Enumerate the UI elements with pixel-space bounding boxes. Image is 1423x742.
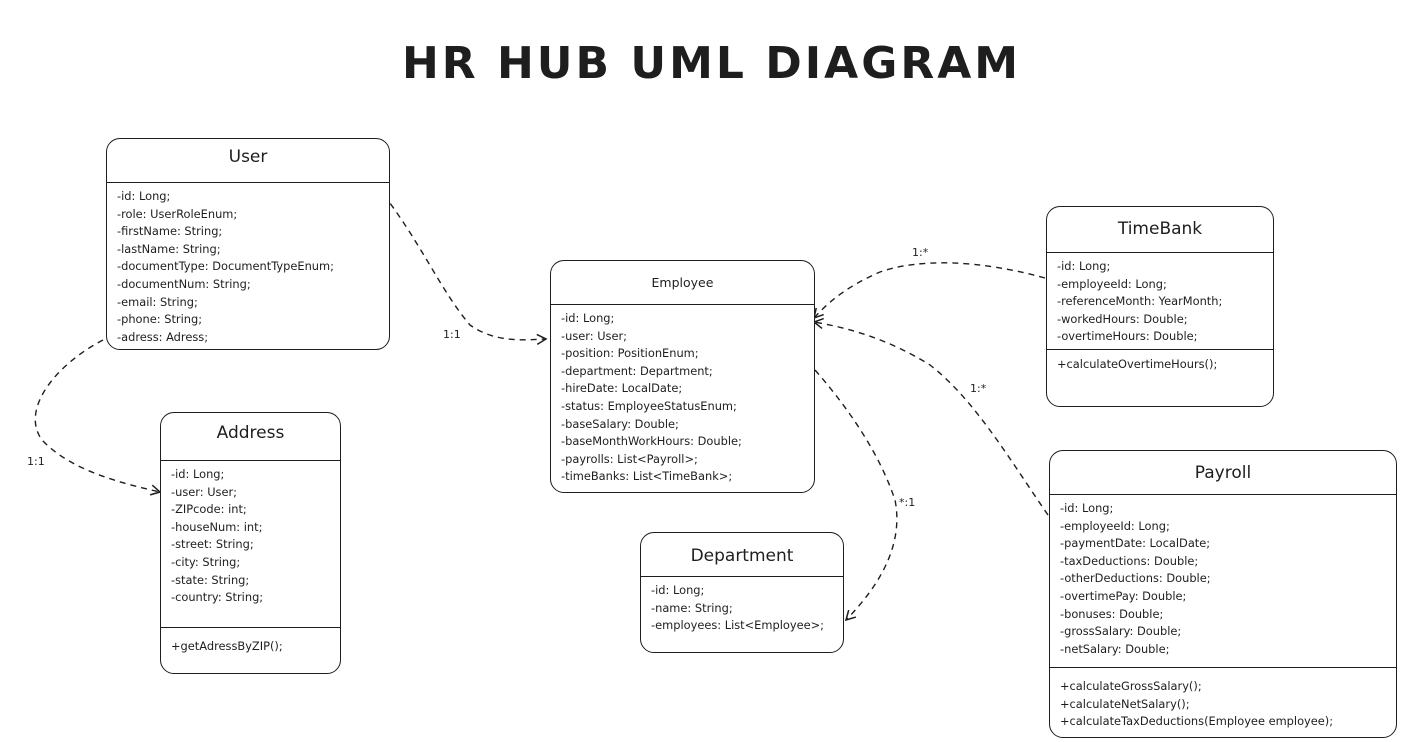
class-attribute: -overtimeHours: Double;	[1057, 329, 1198, 344]
class-attribute: -paymentDate: LocalDate;	[1060, 536, 1211, 551]
class-method: +calculateNetSalary();	[1060, 696, 1190, 711]
class-attribute: -adress: Adress;	[117, 329, 209, 344]
class-employee[interactable]: Employee -id: Long; -user: User; -position…	[550, 260, 815, 493]
class-attribute: -employeeId: Long;	[1060, 518, 1170, 533]
connector-employee-department	[814, 369, 898, 622]
class-timebank-attributes: -id: Long; -employeeId: Long; -referenceMo…	[1047, 253, 1273, 349]
class-user-attributes: -id: Long; -role: UserRoleEnum; -firstName…	[107, 183, 389, 349]
class-attribute: -email: String;	[117, 294, 198, 309]
class-department-attributes: -id: Long; -name: String; -employees: List…	[641, 577, 843, 641]
class-attribute: -otherDeductions: Double;	[1060, 571, 1211, 586]
class-method: +calculateGrossSalary();	[1060, 679, 1202, 693]
class-address-attributes: -id: Long; -user: User; -ZIPcode: int; -hou…	[161, 461, 340, 627]
class-attribute: -department: Department;	[561, 363, 713, 378]
multiplicity-user-address: 1:1	[27, 455, 45, 468]
class-attribute: -timeBanks: List<TimeBank>;	[561, 469, 733, 484]
class-timebank-name: TimeBank	[1047, 207, 1273, 253]
class-payroll-name: Payroll	[1050, 451, 1396, 495]
class-method: +calculateTaxDeductions(Employee employe…	[1060, 714, 1334, 729]
class-attribute: -status: EmployeeStatusEnum;	[561, 398, 737, 413]
class-timebank[interactable]: TimeBank -id: Long; -employeeId: Long; -re…	[1046, 206, 1274, 407]
class-attribute: -firstName: String;	[117, 224, 223, 239]
class-attribute: -name: String;	[651, 600, 733, 615]
class-address-name: Address	[161, 413, 340, 461]
diagram-title: HR HUB UML DIAGRAM	[401, 38, 1022, 89]
connector-user-employee	[376, 185, 548, 346]
class-attribute: -employeeId: Long;	[1057, 276, 1167, 291]
class-attribute: -baseSalary: Double;	[561, 416, 679, 431]
class-attribute: -id: Long;	[1060, 501, 1114, 515]
class-method: +getAdressByZIP();	[171, 639, 283, 653]
class-method: +calculateOvertimeHours();	[1057, 357, 1218, 371]
class-attribute: -referenceMonth: YearMonth;	[1057, 294, 1223, 309]
class-attribute: -phone: String;	[117, 312, 203, 327]
class-attribute: -employees: List<Employee>;	[651, 618, 824, 633]
class-attribute: -id: Long;	[171, 467, 225, 481]
class-attribute: -id: Long;	[651, 583, 705, 597]
multiplicity-payroll-employee: 1:*	[970, 382, 987, 395]
class-attribute: -state: String;	[171, 572, 250, 587]
class-employee-name: Employee	[551, 261, 814, 305]
class-attribute: -taxDeductions: Double;	[1060, 553, 1199, 568]
multiplicity-timebank-employee: 1:*	[912, 246, 929, 259]
class-user[interactable]: User -id: Long; -role: UserRoleEnum; -firs…	[106, 138, 390, 350]
class-attribute: -documentType: DocumentTypeEnum;	[117, 259, 334, 274]
class-attribute: -overtimePay: Double;	[1060, 588, 1187, 603]
class-attribute: -user: User;	[561, 328, 628, 343]
class-attribute: -user: User;	[171, 484, 238, 499]
class-attribute: -id: Long;	[1057, 259, 1111, 273]
connector-timebank-employee	[812, 262, 1046, 320]
class-attribute: -city: String;	[171, 554, 241, 569]
connector-payroll-employee	[812, 317, 1049, 516]
class-attribute: -baseMonthWorkHours: Double;	[561, 434, 742, 449]
class-attribute: -hireDate: LocalDate;	[561, 381, 683, 396]
class-attribute: -role: UserRoleEnum;	[117, 206, 238, 221]
multiplicity-user-employee: 1:1	[443, 328, 461, 341]
class-attribute: -documentNum: String;	[117, 276, 251, 291]
class-timebank-methods: +calculateOvertimeHours();	[1047, 349, 1273, 380]
class-attribute: -street: String;	[171, 537, 254, 552]
class-payroll-methods: +calculateGrossSalary(); +calculateNetSal…	[1050, 667, 1396, 737]
class-attribute: -position: PositionEnum;	[561, 346, 699, 361]
class-payroll-attributes: -id: Long; -employeeId: Long; -paymentDate…	[1050, 495, 1396, 667]
class-attribute: -id: Long;	[117, 189, 171, 203]
class-attribute: -country: String;	[171, 590, 264, 605]
class-attribute: -bonuses: Double;	[1060, 606, 1164, 621]
class-attribute: -workedHours: Double;	[1057, 311, 1188, 326]
class-address[interactable]: Address -id: Long; -user: User; -ZIPcode: …	[160, 412, 341, 674]
class-user-name: User	[107, 139, 389, 183]
class-attribute: -payrolls: List<Payroll>;	[561, 451, 698, 466]
class-attribute: -houseNum: int;	[171, 519, 263, 534]
class-attribute: -netSalary: Double;	[1060, 641, 1170, 656]
class-address-methods: +getAdressByZIP();	[161, 627, 340, 662]
connector-user-address	[34, 339, 162, 496]
class-attribute: -ZIPcode: int;	[171, 502, 247, 517]
class-attribute: -id: Long;	[561, 311, 615, 325]
multiplicity-employee-department: *:1	[899, 496, 916, 509]
class-attribute: -grossSalary: Double;	[1060, 624, 1182, 639]
class-payroll[interactable]: Payroll -id: Long; -employeeId: Long; -pay…	[1049, 450, 1397, 738]
class-employee-attributes: -id: Long; -user: User; -position: Positio…	[551, 305, 814, 492]
class-department[interactable]: Department -id: Long; -name: String; -empl…	[640, 532, 844, 653]
class-department-name: Department	[641, 533, 843, 577]
class-attribute: -lastName: String;	[117, 241, 221, 256]
